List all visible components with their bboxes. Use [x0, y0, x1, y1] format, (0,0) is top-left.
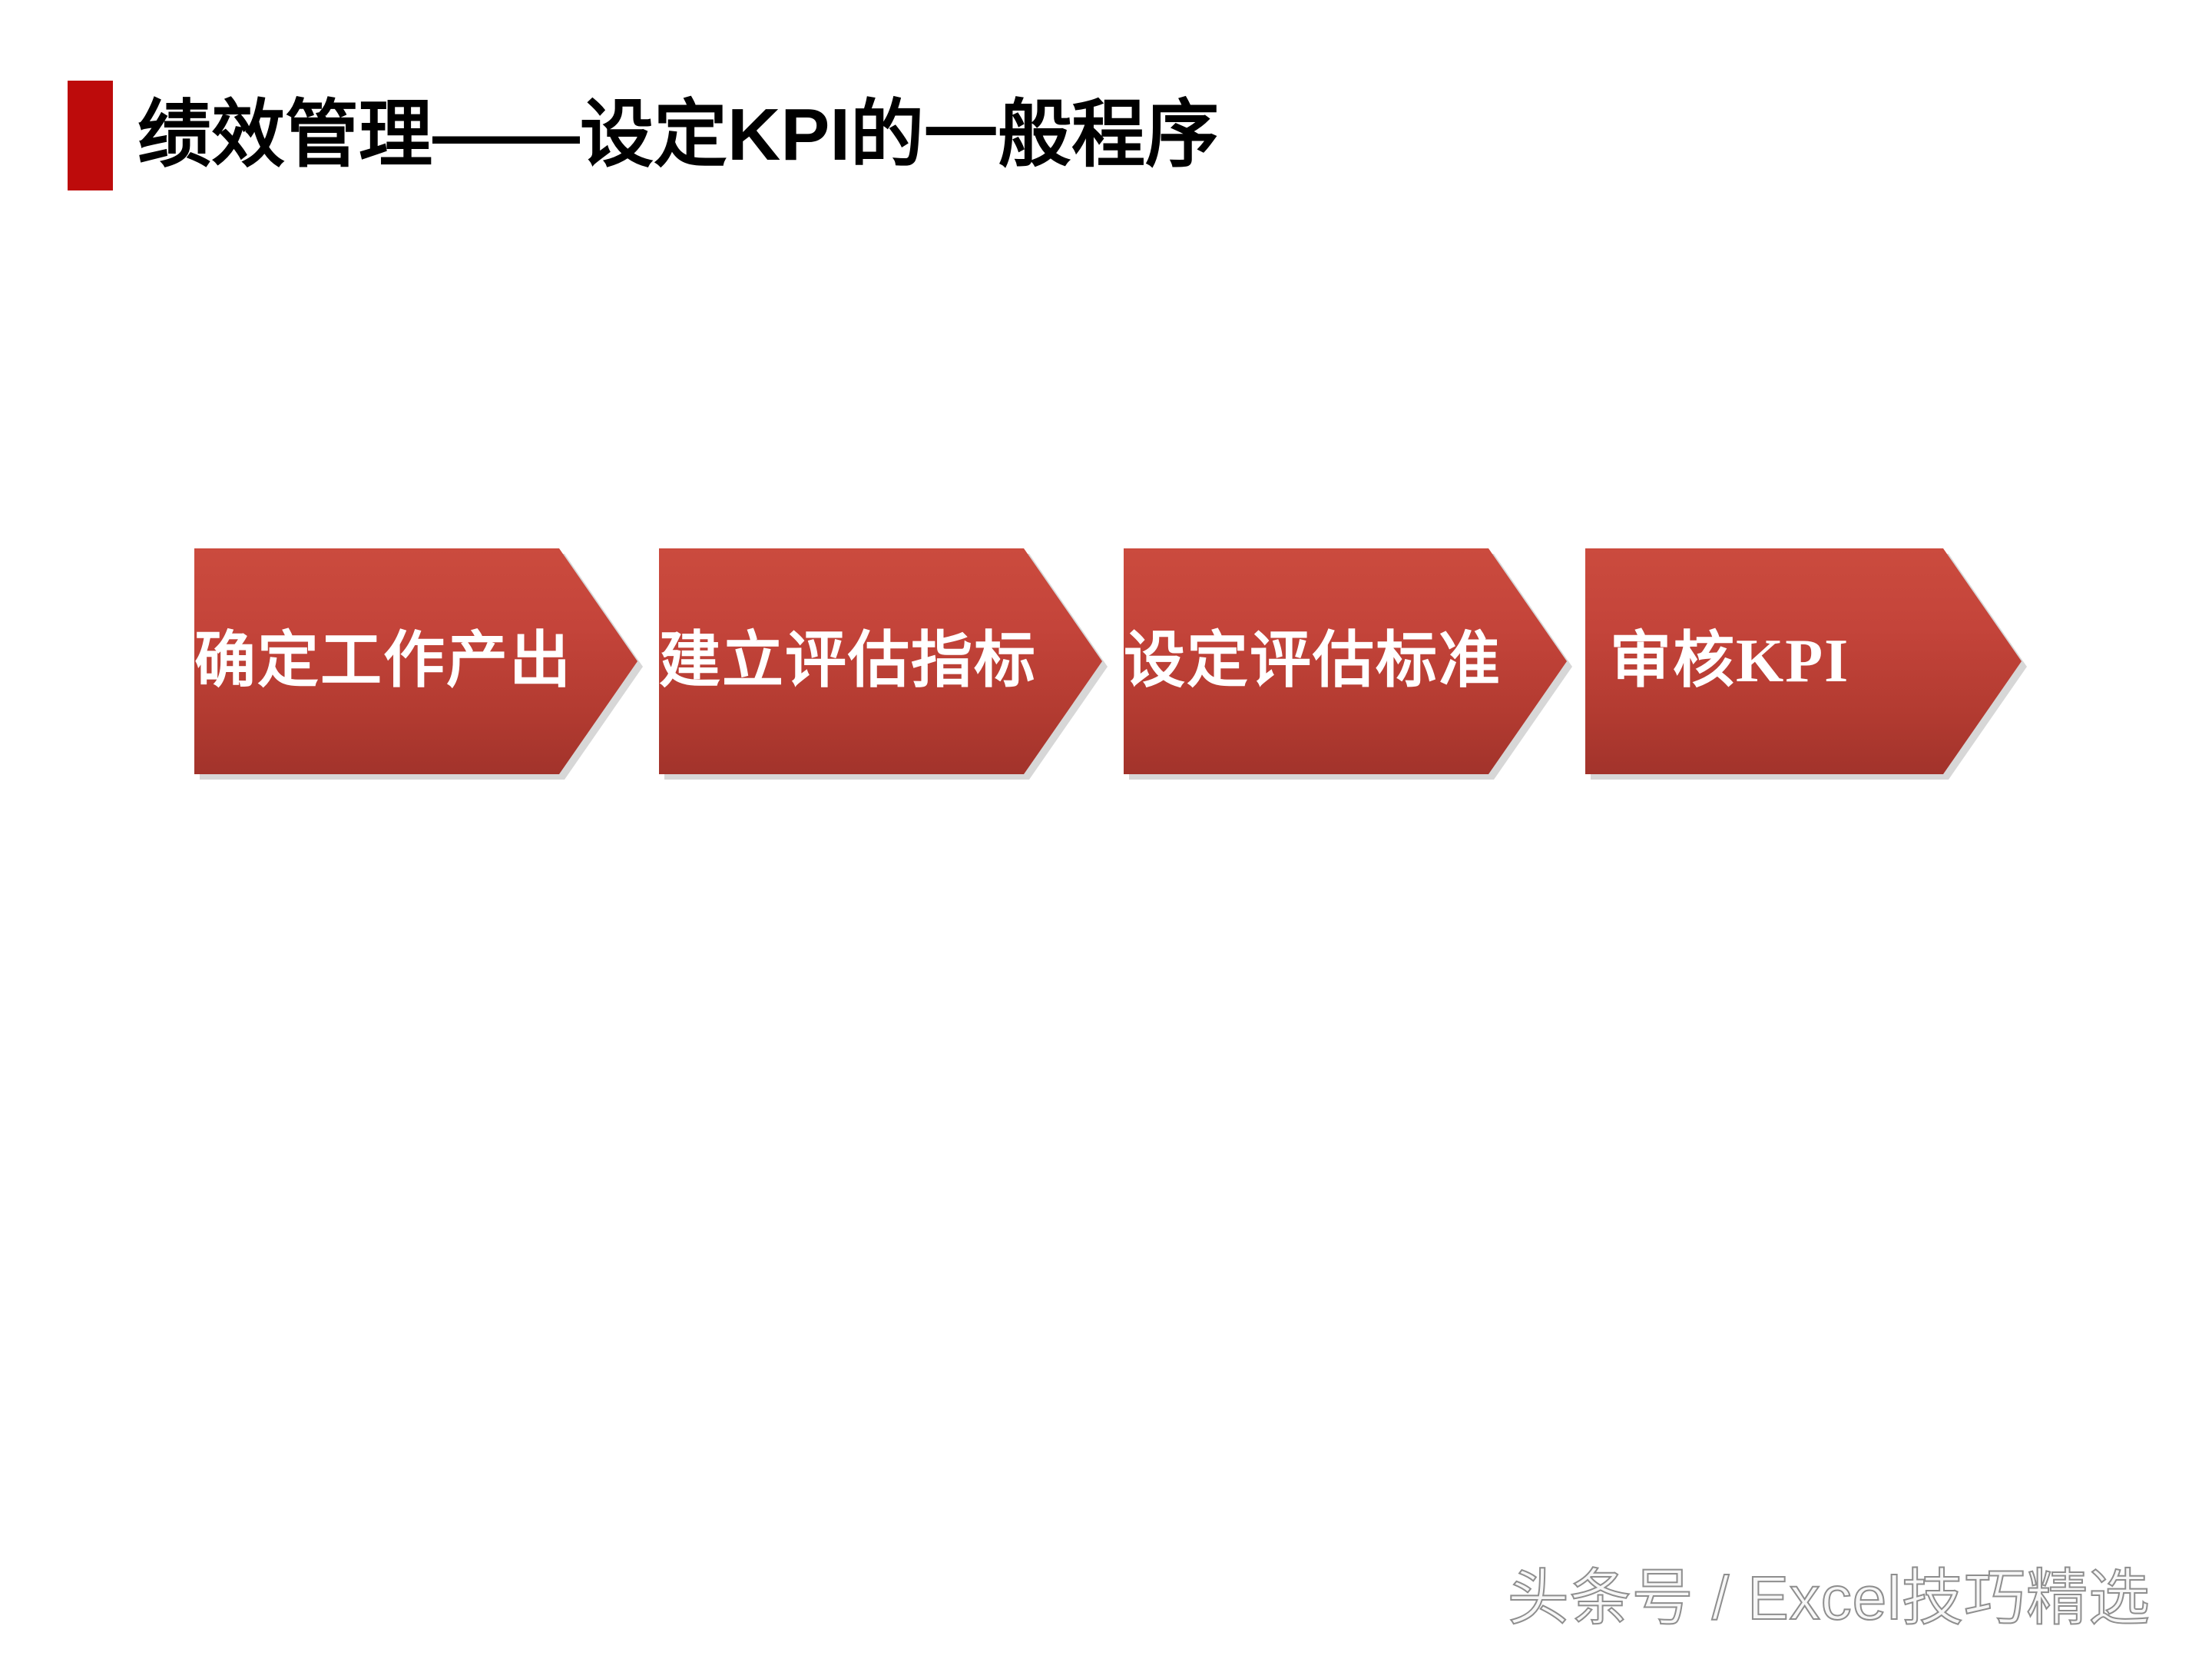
- title-accent-bar: [68, 81, 113, 190]
- process-step-3-label: 设定评估标准: [1124, 628, 1502, 695]
- process-step-3[interactable]: 设定评估标准: [1124, 548, 1567, 774]
- process-step-2[interactable]: 建立评估指标: [659, 548, 1102, 774]
- footer-watermark: 头条号 / Excel技巧精选: [1507, 1563, 2151, 1633]
- process-step-1[interactable]: 确定工作产出: [194, 548, 637, 774]
- process-flow: 确定工作产出 建立评估指标 设定评估标准 审核KPI: [194, 548, 2038, 774]
- page-title: 绩效管理——设定KPI的一般程序: [68, 81, 1219, 190]
- chevron-shape-3: [1124, 548, 1567, 774]
- process-step-2-label: 建立评估指标: [659, 628, 1037, 695]
- process-step-1-label: 确定工作产出: [194, 628, 572, 695]
- chevron-shape-1: [194, 548, 637, 774]
- title-text: 绩效管理——设定KPI的一般程序: [137, 94, 1220, 177]
- process-step-4-label: 审核KPI: [1610, 628, 1850, 695]
- chevron-shape-2: [659, 548, 1102, 774]
- process-step-4[interactable]: 审核KPI: [1585, 548, 2022, 774]
- chevron-shape-4: [1585, 548, 2022, 774]
